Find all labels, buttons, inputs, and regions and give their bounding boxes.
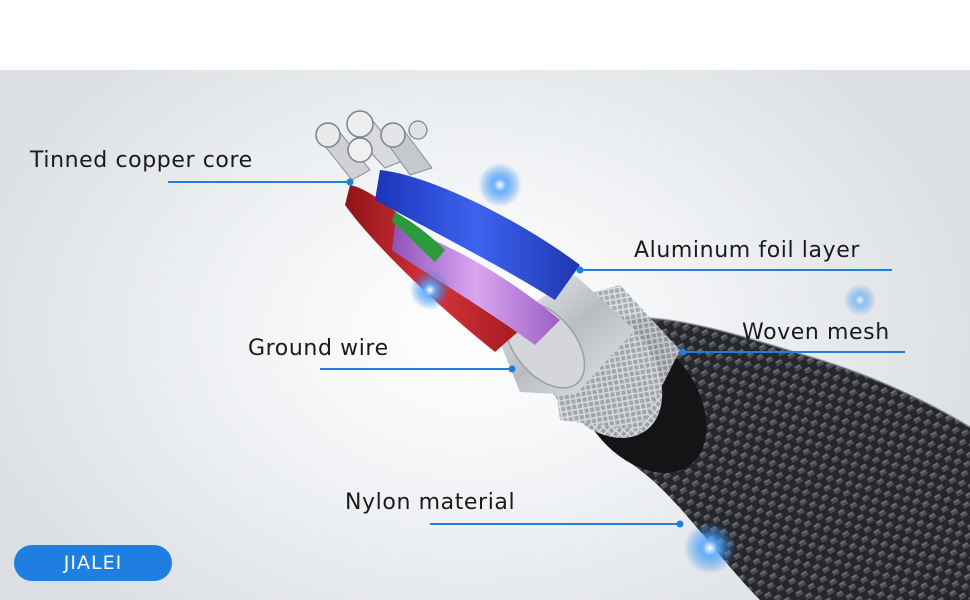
brand-badge: JIALEI	[14, 545, 172, 581]
label-ground-wire: Ground wire	[248, 336, 389, 361]
label-woven-mesh: Woven mesh	[742, 320, 890, 345]
brand-name: JIALEI	[63, 552, 123, 574]
top-white-area	[0, 0, 970, 70]
label-aluminum-foil-layer: Aluminum foil layer	[634, 238, 860, 263]
label-tinned-copper-core: Tinned copper core	[30, 148, 253, 173]
copper-strands	[315, 110, 433, 181]
wire-green	[392, 212, 445, 262]
callout-line-aluminum-foil	[579, 269, 892, 272]
wire-blue	[375, 170, 580, 300]
label-nylon-material: Nylon material	[345, 490, 516, 515]
